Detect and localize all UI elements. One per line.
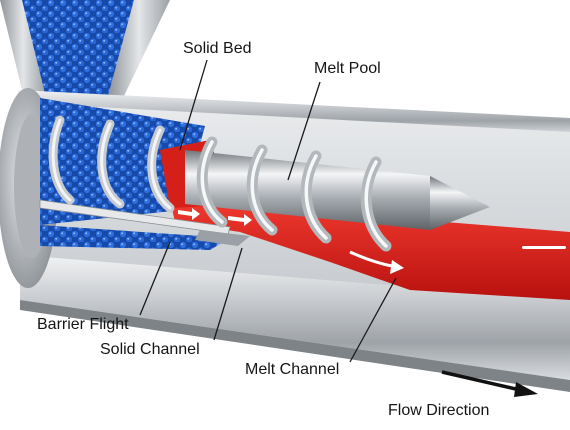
arrow-right-icon bbox=[441, 370, 538, 397]
label-melt-channel: Melt Channel bbox=[245, 361, 340, 378]
solid-channel-pellets bbox=[40, 225, 230, 250]
label-barrier-flight: Barrier Flight bbox=[37, 316, 129, 333]
melt-flow-arrows bbox=[178, 208, 566, 274]
barrel-bottom-edge bbox=[20, 300, 570, 392]
hopper-pellets bbox=[22, 0, 134, 98]
hopper-right-wall bbox=[108, 0, 170, 96]
screw-tip bbox=[430, 176, 490, 230]
label-solid-channel: Solid Channel bbox=[100, 341, 200, 358]
barrel-bottom-wall bbox=[20, 255, 570, 380]
hopper-left-wall bbox=[0, 0, 46, 98]
label-flow-direction: Flow Direction bbox=[388, 402, 490, 419]
leader-lines bbox=[139, 59, 397, 363]
label-melt-pool: Melt Pool bbox=[314, 60, 381, 77]
screw-flights bbox=[48, 115, 392, 252]
barrier-flight-edge bbox=[195, 230, 250, 246]
barrel-top-wall bbox=[18, 90, 570, 134]
label-solid-bed: Solid Bed bbox=[183, 40, 252, 57]
